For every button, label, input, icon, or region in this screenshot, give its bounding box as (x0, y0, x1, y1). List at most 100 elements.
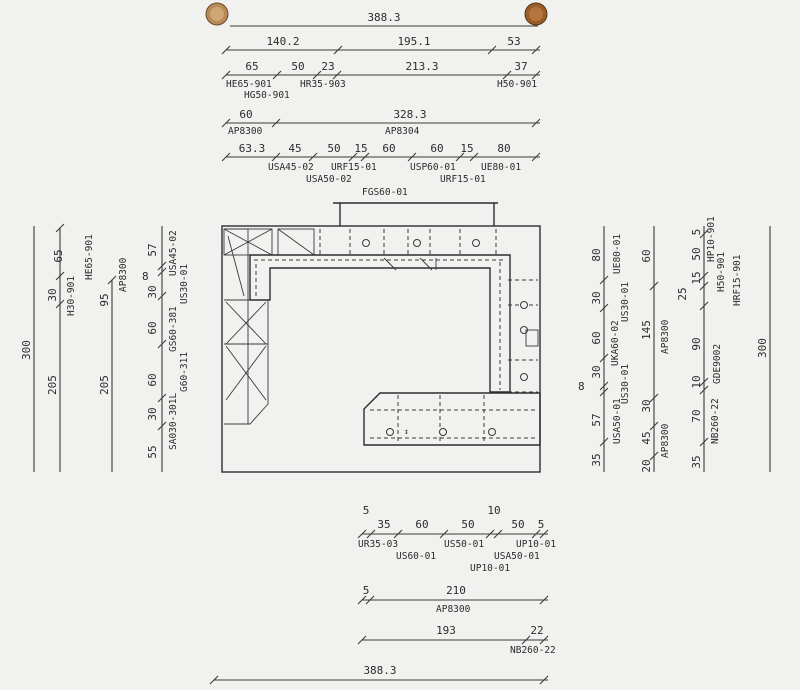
dim-bottom2-0: 5 (363, 584, 370, 597)
dim-total-top: 388.3 (367, 11, 400, 24)
dim-right-b-1: 45 (640, 431, 653, 444)
dim-bottom3-0: 193 (436, 624, 456, 637)
pin-left-highlight-icon (210, 7, 224, 21)
dim-right-a-2: 8 (578, 380, 585, 393)
code-row4-e: UE80-01 (481, 162, 521, 173)
dim-row4-6: 15 (460, 142, 473, 155)
code-right-c3: H50-901 (716, 252, 727, 292)
code-row2-b: HR35-903 (300, 79, 346, 90)
dim-right-c-7: 5 (690, 229, 703, 236)
hob-knob-1-icon (362, 239, 370, 247)
code-right-a3: UKA60-02 (610, 320, 621, 366)
base-cabinet-dividers (319, 229, 497, 254)
code-row2-a: HE65-901 (226, 79, 272, 90)
dim-left-d-4: 30 (146, 285, 159, 298)
code-bottom1-f: UP10-01 (470, 563, 510, 574)
dim-row2-0: 65 (245, 60, 258, 73)
dim-bottom1-2: 60 (415, 518, 428, 531)
dim-row4-1: 45 (288, 142, 301, 155)
peninsula (363, 392, 541, 446)
dim-bottom3-1: 22 (530, 624, 543, 637)
hood-bracket (333, 202, 498, 226)
code-right-a4: US30-01 (620, 282, 631, 322)
dim-right-c-2: 10 (690, 375, 703, 388)
code-row4-f: URF15-01 (440, 174, 486, 185)
dim-row1-0: 140.2 (266, 35, 299, 48)
dim-right-c-6: 50 (690, 247, 703, 260)
dim-left-c-1: 95 (98, 293, 111, 306)
dim-left-c-0: 205 (98, 375, 111, 395)
dim-row2-2: 23 (321, 60, 334, 73)
dim-row1-1: 195.1 (397, 35, 430, 48)
dim-right-c-4: 25 (676, 287, 689, 300)
code-bottom1-a: UR35-03 (358, 539, 398, 550)
code-row3-a: AP8300 (228, 126, 263, 137)
code-left-d5: USA45-02 (168, 230, 179, 276)
dim-row1-2: 53 (507, 35, 520, 48)
code-right-a5: UE80-01 (612, 234, 623, 274)
dim-bottom2-1: 210 (446, 584, 466, 597)
dim-bottom1-6: 5 (538, 518, 545, 531)
dim-left-a: 300 (20, 340, 33, 360)
dim-left-d-0: 55 (146, 445, 159, 458)
room-outline (221, 225, 541, 473)
island-knob-2-icon (439, 428, 447, 436)
right-knob-3-icon (520, 373, 528, 381)
dim-right-c-1: 70 (690, 409, 703, 422)
code-right-c4: HP10-901 (706, 216, 717, 262)
code-row4-d: USP60-01 (410, 162, 456, 173)
code-left-d2: G60-311 (179, 352, 190, 392)
dim-right-c-5: 15 (690, 271, 703, 284)
hob-knob-2-icon (413, 239, 421, 247)
code-bottom1-c: US50-01 (444, 539, 484, 550)
code-right-b1: AP8300 (660, 423, 671, 458)
code-right-c2: GDE9002 (712, 344, 723, 384)
dim-row4-2: 50 (327, 142, 340, 155)
code-left-b1: H30-901 (66, 276, 77, 316)
dim-right-b-4: 60 (640, 249, 653, 262)
dim-right-d: 300 (756, 338, 769, 358)
dim-bottom1-5: 50 (511, 518, 524, 531)
code-right-c5: HRF15-901 (732, 254, 743, 306)
pin-right-highlight-icon (529, 7, 543, 21)
dim-bottom1-1: 35 (377, 518, 390, 531)
dim-row2-3: 213.3 (405, 60, 438, 73)
island-knob-3-icon (488, 428, 496, 436)
tall-cabinet-left (224, 228, 249, 425)
code-right-a2: US30-01 (620, 364, 631, 404)
code-left-c1: AP8300 (118, 257, 129, 292)
code-bottom1-d: USA50-01 (494, 551, 540, 562)
dim-right-a-3: 30 (590, 365, 603, 378)
dim-right-a-4: 60 (590, 331, 603, 344)
kitchen-floor-plan: ↕ (221, 202, 541, 473)
dim-right-b-2: 30 (640, 399, 653, 412)
dim-row4-3: 15 (354, 142, 367, 155)
dim-right-a-6: 80 (590, 248, 603, 261)
code-row4-c: USA50-02 (306, 174, 352, 185)
dim-left-b-1: 30 (46, 288, 59, 301)
hob-knob-3-icon (472, 239, 480, 247)
code-bottom2-a: AP8300 (436, 604, 471, 615)
dishwasher-mark (525, 329, 539, 347)
dim-row2-1: 50 (291, 60, 304, 73)
dim-right-b-0: 20 (640, 459, 653, 472)
dim-row4-0: 63.3 (239, 142, 266, 155)
peninsula-dividers (370, 395, 536, 444)
code-left-d1: SA030-301L (168, 393, 179, 450)
code-left-d4: US30-01 (179, 264, 190, 304)
dim-right-a-1: 57 (590, 413, 603, 426)
code-row2-d: H50-901 (497, 79, 537, 90)
dim-right-c-3: 90 (690, 337, 703, 350)
code-row3-b: AP8304 (385, 126, 420, 137)
code-row4-g: FGS60-01 (362, 187, 408, 198)
code-right-b2: AP8300 (660, 319, 671, 354)
dim-row4-4: 60 (382, 142, 395, 155)
code-bottom1-b: US60-01 (396, 551, 436, 562)
right-knob-1-icon (520, 301, 528, 309)
code-row4-b: URF15-01 (331, 162, 377, 173)
dim-right-b-3: 145 (640, 320, 653, 340)
dim-left-d-2: 60 (146, 373, 159, 386)
dim-row2-4: 37 (514, 60, 527, 73)
